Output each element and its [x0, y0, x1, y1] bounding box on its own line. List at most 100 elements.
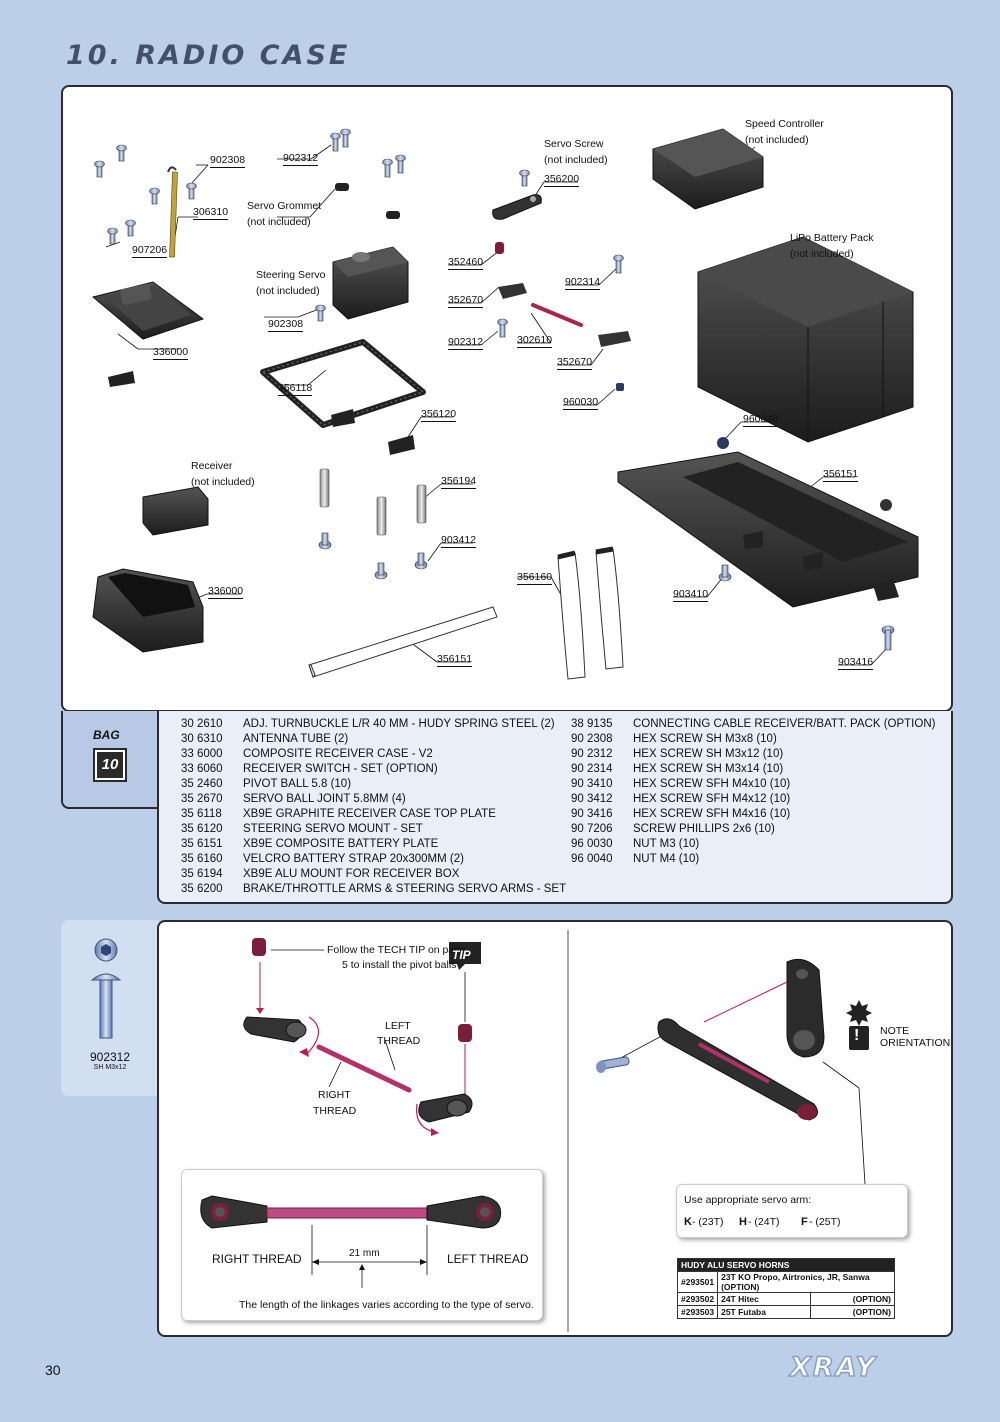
horn-code: #293501	[676, 1271, 719, 1293]
part-label-356194: 356194	[441, 475, 477, 489]
part-code: 90 2312	[571, 748, 613, 760]
detail-length-label: 21 mm	[349, 1248, 380, 1259]
part-label-356200: 356200	[544, 173, 580, 187]
part-code: 38 9135	[571, 718, 613, 730]
table-title: HUDY ALU SERVO HORNS	[677, 1258, 895, 1272]
part-label-336000: 336000	[208, 585, 244, 599]
part-label-352670: 352670	[557, 356, 593, 370]
note-icon: !	[854, 1027, 860, 1044]
callout-receiver: Receiver	[191, 460, 233, 472]
part-code: 35 6194	[181, 868, 223, 880]
part-description: HEX SCREW SFH M4x16 (10)	[633, 808, 791, 820]
part-description: BRAKE/THROTTLE ARMS & STEERING SERVO ARM…	[243, 883, 567, 895]
part-label-356118: 356118	[278, 382, 313, 396]
part-label-352670: 352670	[448, 294, 484, 308]
part-code: 90 2314	[571, 763, 613, 775]
bag-label: BAG	[93, 728, 120, 742]
part-row: 90 2314 HEX SCREW SH M3x14 (10)	[571, 762, 935, 777]
left-thread-label-line-1: LEFT	[385, 1020, 411, 1032]
exploded-diagram-panel: 902308 902312 306310 907206 Servo Gromme…	[61, 85, 953, 712]
part-code: 35 2460	[181, 778, 223, 790]
callout-not-included: (not included)	[544, 154, 608, 166]
part-description: PIVOT BALL 5.8 (10)	[243, 778, 352, 790]
part-code: 90 3412	[571, 793, 613, 805]
part-code: 30 6310	[181, 733, 223, 745]
part-code: 35 6118	[181, 808, 222, 820]
part-row: 30 6310 ANTENNA TUBE (2)	[181, 732, 566, 747]
part-description: RECEIVER SWITCH - SET (OPTION)	[243, 763, 438, 775]
xray-logo: XRAY	[789, 1351, 877, 1384]
part-description: XB9E ALU MOUNT FOR RECEIVER BOX	[243, 868, 460, 880]
part-code: 90 7206	[571, 823, 613, 835]
left-thread-label-line-2: THREAD	[377, 1035, 421, 1047]
part-code: 35 6160	[181, 853, 223, 865]
servo-arm-h: H	[739, 1216, 747, 1228]
linkage-length-detail: RIGHT THREAD LEFT THREAD 21 mm The lengt…	[181, 1169, 543, 1321]
part-label-903412: 903412	[441, 534, 477, 548]
note-label-line-2: ORIENTATION	[880, 1037, 951, 1049]
page-number: 30	[45, 1362, 61, 1378]
linkage-assembly-drawing	[243, 930, 872, 1332]
part-row: 96 0030 NUT M3 (10)	[571, 837, 935, 852]
exploded-diagram-drawing	[91, 128, 919, 680]
callout-not-included: (not included)	[247, 216, 311, 228]
part-description: HEX SCREW SH M3x14 (10)	[633, 763, 784, 775]
callout-not-included: (not included)	[745, 134, 809, 146]
part-row: 35 6200 BRAKE/THROTTLE ARMS & STEERING SE…	[181, 882, 566, 897]
part-label-902312: 902312	[448, 336, 484, 350]
servo-arm-k-value: - (23T)	[692, 1216, 724, 1228]
part-code: 33 6060	[181, 763, 223, 775]
callout-steering-servo: Steering Servo	[256, 269, 326, 281]
tip-badge: TIP	[452, 948, 471, 962]
part-row: 35 6120 STEERING SERVO MOUNT - SET	[181, 822, 566, 837]
callout-servo-screw: Servo Screw	[544, 138, 604, 150]
tip-text-line-1: Follow the TECH TIP on page	[327, 944, 466, 956]
part-label-356151: 356151	[437, 653, 473, 667]
part-description: XB9E COMPOSITE BATTERY PLATE	[243, 838, 439, 850]
hardware-code: 902312	[89, 1050, 131, 1064]
note-label-line-1: NOTE	[880, 1025, 910, 1037]
servo-arm-f-value: - (25T)	[809, 1216, 841, 1228]
horn-description: 23T KO Propo, Airtronics, JR, Sanwa (OPT…	[717, 1271, 895, 1293]
servo-arm-k: K	[684, 1216, 692, 1228]
part-code: 35 6200	[181, 883, 223, 895]
horn-code: #293503	[676, 1305, 719, 1319]
part-code: 96 0040	[571, 853, 613, 865]
part-description: STEERING SERVO MOUNT - SET	[243, 823, 423, 835]
detail-right-thread-label: RIGHT THREAD	[212, 1252, 302, 1266]
detail-left-thread-label: LEFT THREAD	[447, 1252, 529, 1266]
hardware-spec: SH M3x12	[93, 1064, 127, 1071]
part-code: 96 0030	[571, 838, 613, 850]
part-code: 35 6120	[181, 823, 223, 835]
part-description: HEX SCREW SH M3x8 (10)	[633, 733, 777, 745]
part-description: NUT M3 (10)	[633, 838, 700, 850]
part-description: HEX SCREW SFH M4x10 (10)	[633, 778, 791, 790]
part-label-356160: 356160	[517, 571, 553, 585]
part-label-907206: 907206	[132, 244, 168, 258]
part-description: HEX SCREW SFH M4x12 (10)	[633, 793, 791, 805]
horn-code: #293502	[676, 1292, 719, 1306]
part-row: 35 2460 PIVOT BALL 5.8 (10)	[181, 777, 566, 792]
callout-not-included: (not included)	[790, 248, 854, 260]
part-code: 35 2670	[181, 793, 223, 805]
callout-speed-controller: Speed Controller	[745, 118, 824, 130]
part-description: ANTENNA TUBE (2)	[243, 733, 349, 745]
callout-lipo-battery-pack: LiPo Battery Pack	[790, 232, 874, 244]
